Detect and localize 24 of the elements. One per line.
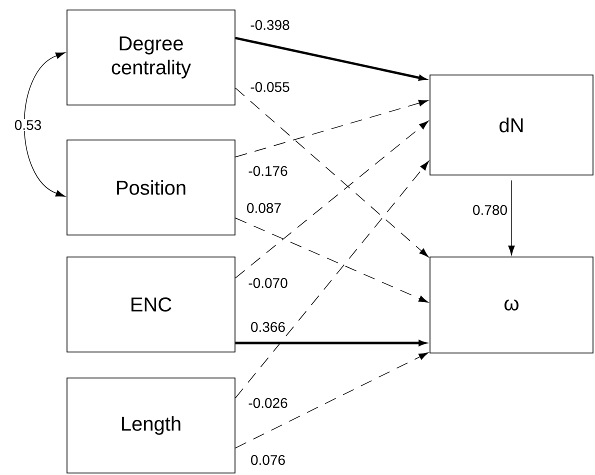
variable-box: Position: [66, 140, 236, 236]
variable-box: ENC: [66, 256, 236, 352]
edge-label: -0.070: [247, 277, 289, 289]
variable-box: Degree centrality: [66, 10, 236, 106]
arrow: [235, 352, 428, 448]
arrow: [235, 120, 429, 278]
arrow: [235, 160, 429, 398]
edge-label: -0.026: [247, 397, 289, 409]
edge-label: -0.055: [249, 81, 291, 93]
edge-label: 0.087: [245, 202, 283, 214]
edge-label: -0.398: [249, 19, 291, 31]
arrow: [508, 180, 515, 256]
variable-box: Length: [66, 378, 236, 474]
arrow: [235, 100, 428, 158]
edge-label: 0.076: [249, 454, 287, 466]
arrow: [235, 88, 429, 258]
edge-label: 0.53: [13, 119, 43, 131]
arrow: [235, 218, 428, 303]
edge-label: 0.780: [471, 204, 509, 216]
arrow: [24, 52, 66, 197]
edge-label: 0.366: [249, 321, 287, 333]
edge-label: -0.176: [247, 165, 289, 177]
variable-box: ω: [430, 256, 594, 354]
variable-box: dN: [430, 74, 594, 176]
